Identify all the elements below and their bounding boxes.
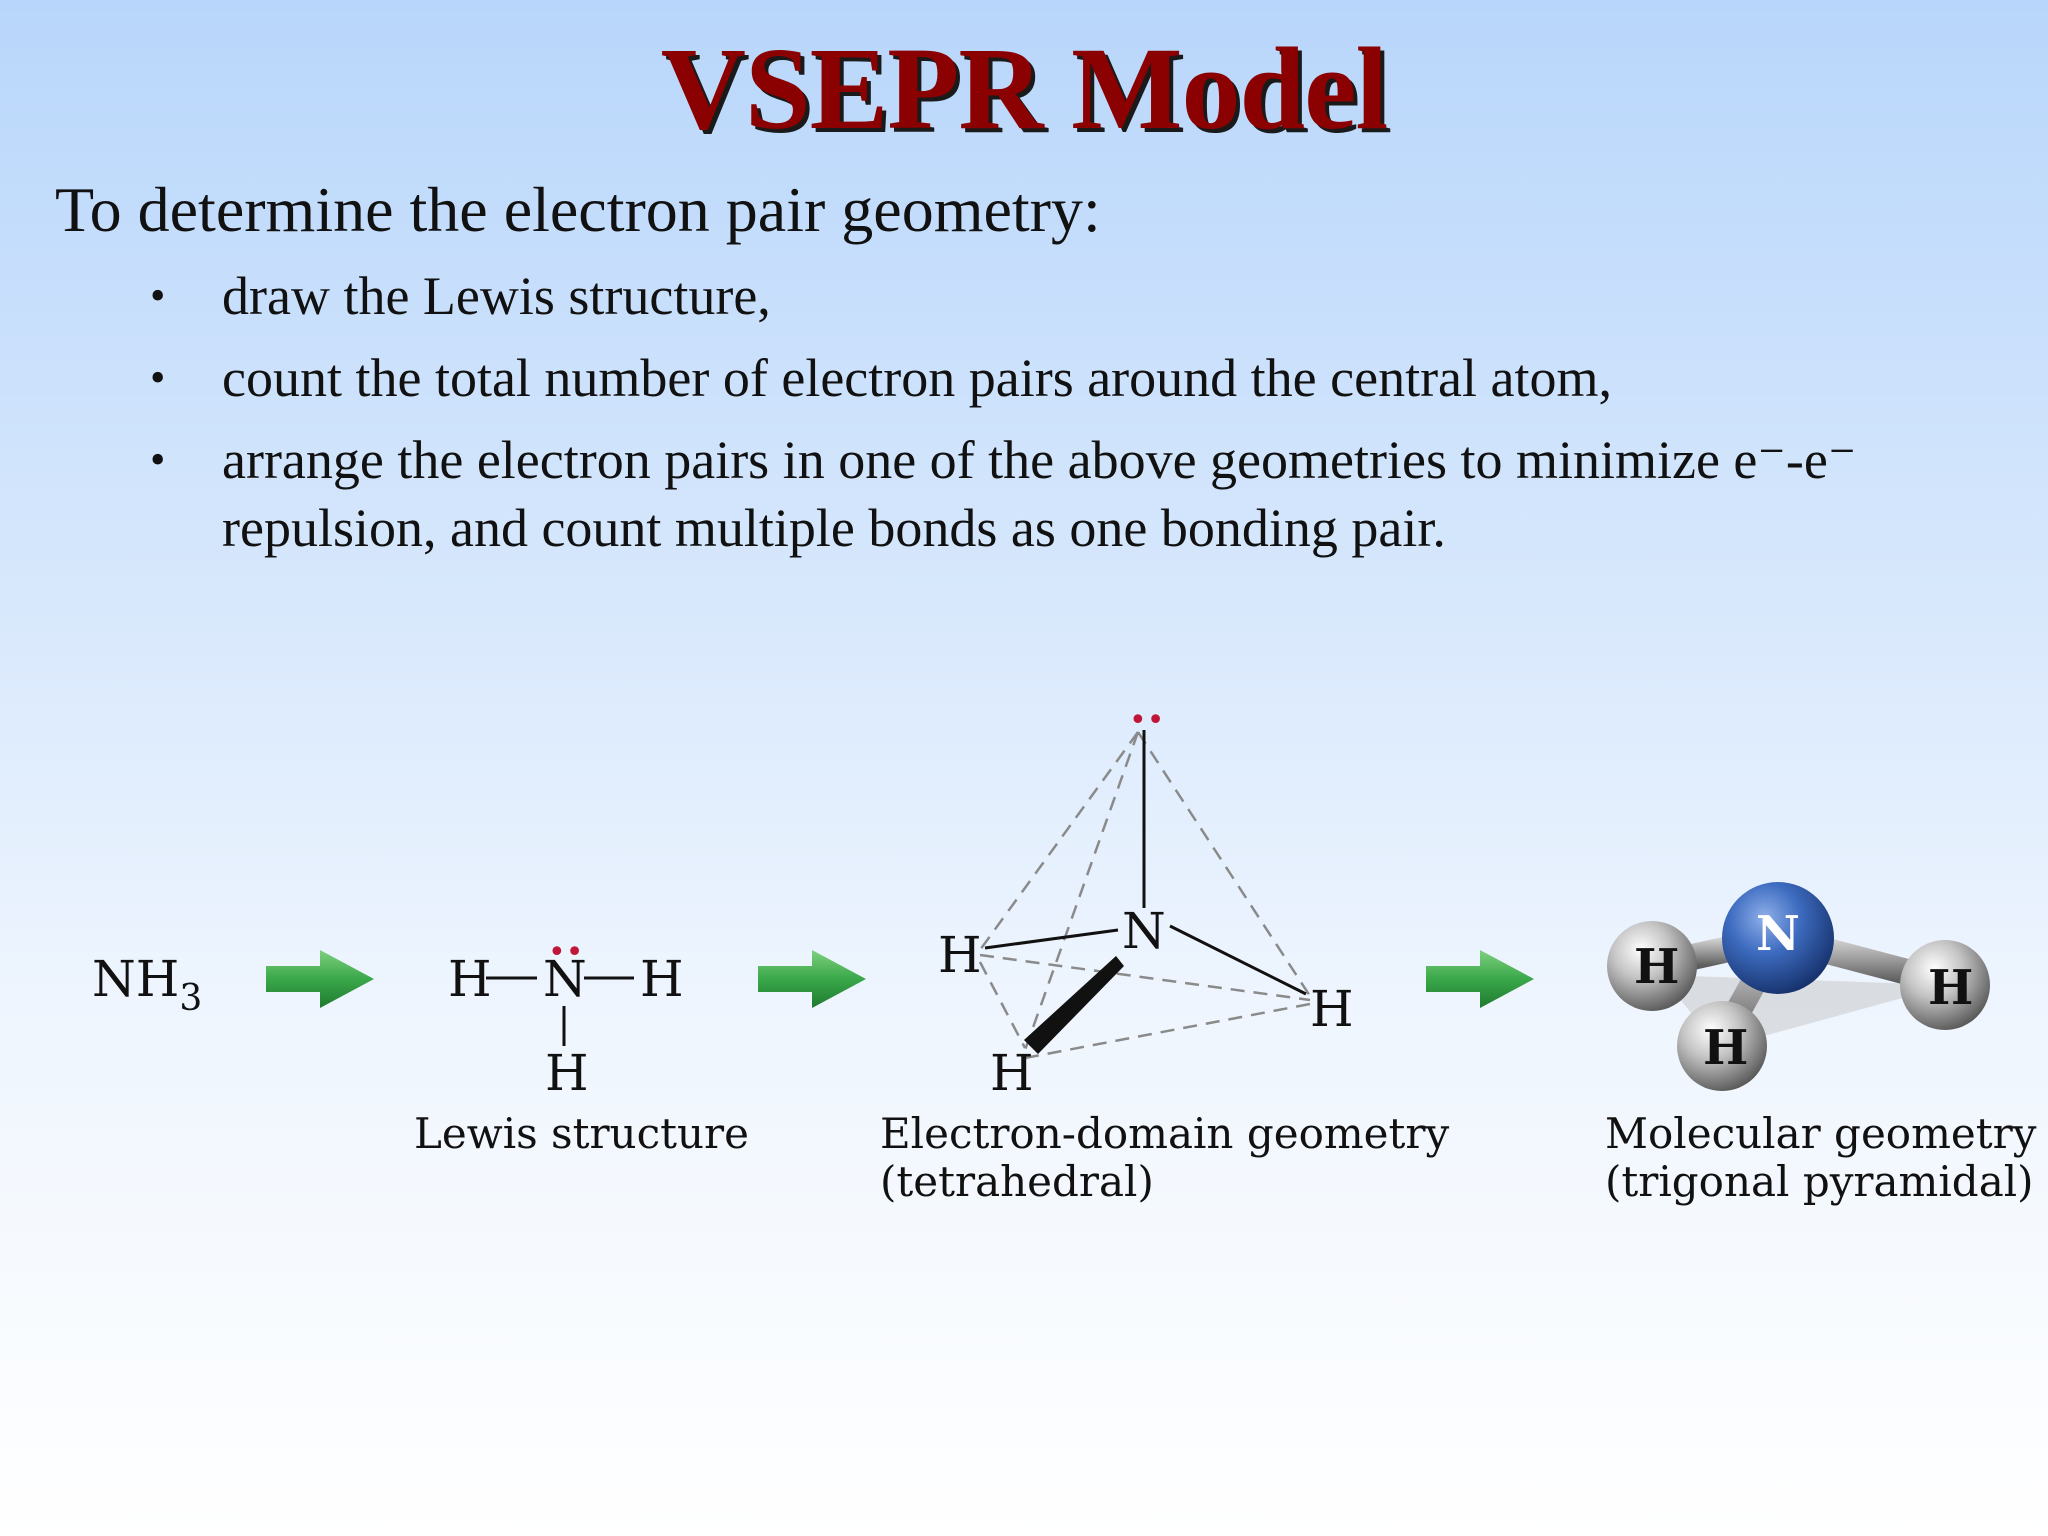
bullet-text-line-1: arrange the electron pairs in one of the…	[222, 430, 1857, 490]
tetra-n: N	[1122, 902, 1166, 960]
bullet-item-1: • draw the Lewis structure,	[150, 262, 1970, 330]
ball-h-bottom-label: H	[1703, 1020, 1748, 1076]
lewis-h-right: H	[640, 950, 684, 1008]
hydrogen-ball-right	[1900, 940, 1990, 1030]
tetra-h-left: H	[938, 926, 982, 984]
electron-domain-geometry: •• N H H H Electron-domain geometry (tet…	[880, 703, 1449, 1206]
lewis-n: N	[543, 950, 587, 1008]
nh3-diagram: NH3 H N •• H H Lewis structure •• N H H	[92, 703, 2037, 1206]
bullet-marker: •	[150, 353, 166, 402]
tetra-h-bottom: H	[990, 1044, 1034, 1102]
intro-text: To determine the electron pair geometry:	[55, 174, 1101, 245]
ball-h-right-label: H	[1928, 960, 1973, 1016]
formula-nh3: NH3	[92, 950, 202, 1019]
tetra-caption-line-2: (tetrahedral)	[880, 1157, 1154, 1206]
arrow-right-icon	[758, 950, 866, 1008]
hydrogen-ball-left	[1607, 921, 1697, 1011]
ball-n-label: N	[1756, 906, 1800, 962]
bullet-marker: •	[150, 271, 166, 320]
molecular-geometry: N H H H Molecular geometry (trigonal pyr…	[1605, 882, 2037, 1206]
bullet-item-2: • count the total number of electron pai…	[150, 344, 1970, 412]
arrow-right-icon	[266, 950, 374, 1008]
lewis-h-left: H	[448, 950, 492, 1008]
lewis-structure: H N •• H H Lewis structure	[414, 935, 749, 1158]
wedge-bond	[1024, 956, 1124, 1054]
nitrogen-ball	[1722, 882, 1834, 994]
lewis-h-bottom: H	[545, 1044, 589, 1102]
molecular-caption-line-1: Molecular geometry	[1605, 1109, 2037, 1158]
ball-h-left-label: H	[1634, 939, 1679, 995]
bullet-text: draw the Lewis structure,	[222, 266, 771, 326]
lone-pair-dots: ••	[1129, 703, 1164, 738]
arrow-right-icon	[1426, 950, 1534, 1008]
bullet-text-line-2: repulsion, and count multiple bonds as o…	[222, 498, 1446, 558]
lone-pair-dots: ••	[548, 935, 583, 970]
tetra-h-right: H	[1310, 980, 1354, 1038]
tetra-caption-line-1: Electron-domain geometry	[880, 1109, 1449, 1158]
bullet-list: • draw the Lewis structure, • count the …	[150, 262, 1970, 576]
bullet-text: count the total number of electron pairs…	[222, 348, 1612, 408]
slide-title: VSEPR Model	[660, 23, 1389, 154]
bullet-marker: •	[150, 435, 166, 484]
bullet-item-3: • arrange the electron pairs in one of t…	[150, 426, 1970, 562]
hydrogen-ball-bottom	[1677, 1001, 1767, 1091]
lewis-caption: Lewis structure	[414, 1109, 749, 1158]
molecular-caption-line-2: (trigonal pyramidal)	[1605, 1157, 2034, 1206]
